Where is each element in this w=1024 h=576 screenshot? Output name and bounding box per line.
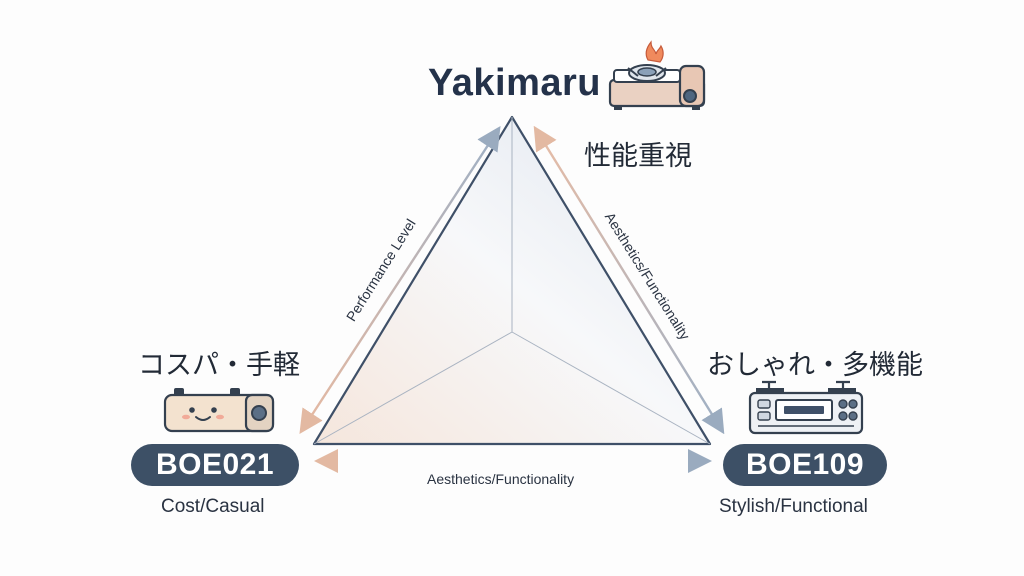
right-vertex-caption: Stylish/Functional	[719, 496, 868, 517]
model-badge-right: BOE109	[723, 444, 887, 486]
left-vertex-caption: Cost/Casual	[161, 496, 265, 517]
right-vertex-subtitle: おしゃれ・多機能	[707, 350, 923, 381]
multifunction-range-icon	[748, 380, 864, 435]
left-edge-arrow	[299, 125, 501, 435]
model-badge-left: BOE021	[131, 444, 299, 486]
smiling-cassette-stove-icon	[163, 388, 275, 433]
portable-stove-flame-icon	[608, 40, 706, 110]
top-vertex-subtitle: 性能重視	[584, 141, 692, 172]
left-vertex-subtitle: コスパ・手軽	[138, 350, 300, 381]
right-edge-arrow	[533, 125, 725, 435]
top-vertex-title: Yakimaru	[428, 62, 601, 104]
axis-label-bottom-edge: Aesthetics/Functionality	[427, 471, 575, 487]
